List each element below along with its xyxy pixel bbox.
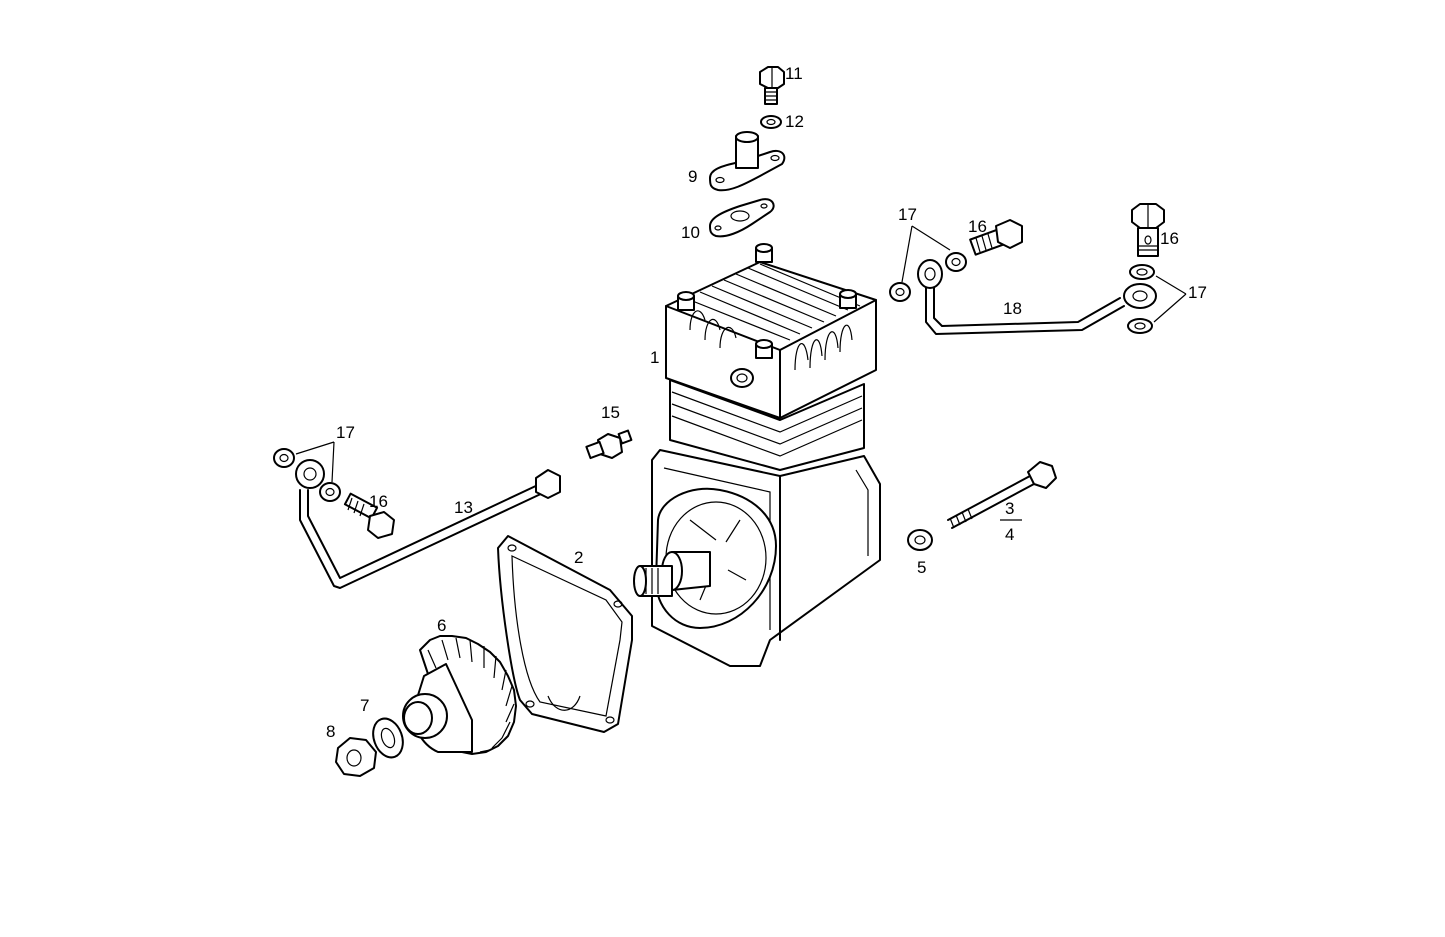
callout-2: 2: [574, 548, 583, 567]
part-8-nut[interactable]: [335, 737, 377, 777]
leader-17-left: [295, 441, 335, 483]
callout-13: 13: [454, 498, 473, 517]
part-16-banjo-bolt-mid[interactable]: [969, 219, 1023, 256]
part-13-pipe[interactable]: [295, 459, 561, 589]
part-1-compressor[interactable]: [633, 243, 881, 667]
callout-16-mid: 16: [968, 217, 987, 236]
part-6-gear[interactable]: [402, 635, 517, 755]
callout-18: 18: [1003, 299, 1022, 318]
part-17-washer-mid-a[interactable]: [889, 282, 911, 302]
part-15-fitting[interactable]: [585, 429, 633, 460]
callout-5: 5: [917, 558, 926, 577]
part-10-gasket[interactable]: [709, 198, 775, 238]
part-7-lock-washer[interactable]: [368, 714, 408, 761]
callout-6: 6: [437, 616, 446, 635]
callout-12: 12: [785, 112, 804, 131]
callout-17-right: 17: [1188, 283, 1207, 302]
part-17-washer-mid-b[interactable]: [945, 252, 967, 272]
part-3-4-long-bolt[interactable]: [947, 461, 1057, 529]
part-9-outlet-flange[interactable]: [709, 131, 786, 192]
callout-4: 4: [1005, 525, 1014, 544]
callout-10: 10: [681, 223, 700, 242]
part-18-pipe[interactable]: [917, 259, 1157, 335]
part-5-washer[interactable]: [907, 529, 933, 551]
callout-8: 8: [326, 722, 335, 741]
leader-17-mid: [901, 225, 951, 283]
callout-16-right: 16: [1160, 229, 1179, 248]
callout-3: 3: [1005, 499, 1014, 518]
callout-11: 11: [785, 64, 803, 83]
callout-9: 9: [688, 167, 697, 186]
callout-15: 15: [601, 403, 620, 422]
callout-17-mid: 17: [898, 205, 917, 224]
callout-16-left: 16: [369, 492, 388, 511]
part-11-bolt[interactable]: [759, 66, 785, 105]
callout-17-left: 17: [336, 423, 355, 442]
part-12-washer[interactable]: [760, 115, 782, 129]
part-17-washer-left-a[interactable]: [273, 448, 295, 468]
part-2-gasket-plate[interactable]: [497, 535, 633, 733]
callout-7: 7: [360, 696, 369, 715]
part-16-banjo-bolt-right[interactable]: [1131, 203, 1165, 257]
part-17-washer-right-a[interactable]: [1129, 264, 1155, 280]
part-17-washer-right-b[interactable]: [1127, 318, 1153, 334]
part-17-washer-left-b[interactable]: [319, 482, 341, 502]
part-16-banjo-bolt-left[interactable]: [343, 492, 395, 539]
leader-17-right: [1153, 275, 1187, 323]
callout-1: 1: [650, 348, 659, 367]
